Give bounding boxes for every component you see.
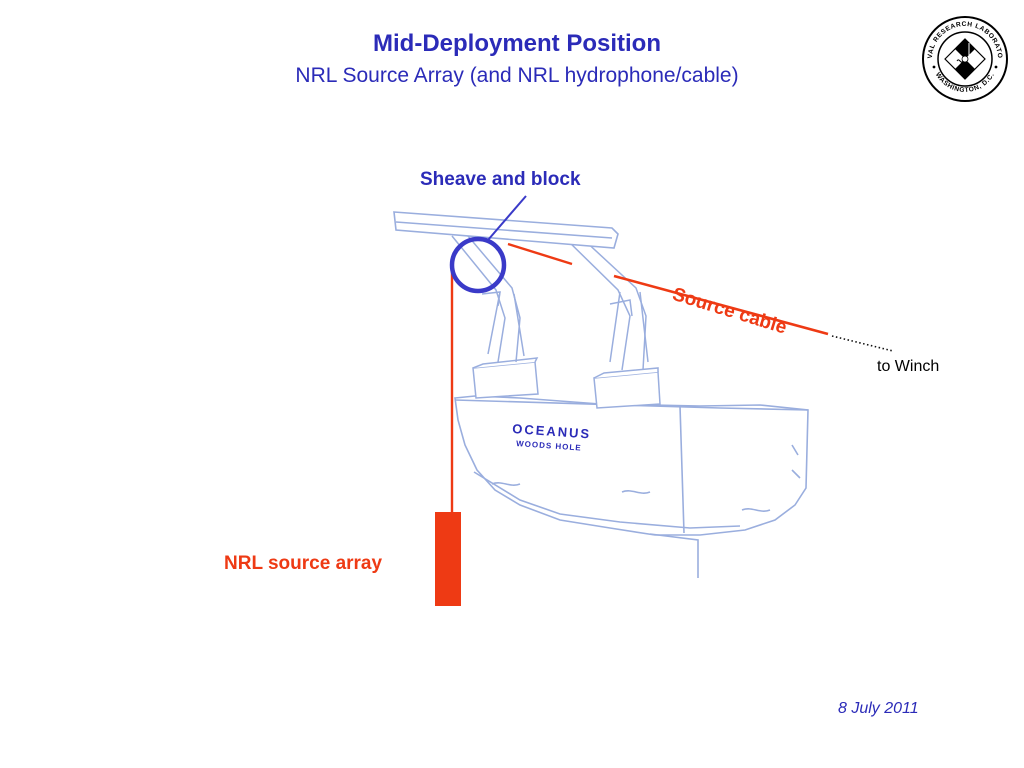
deck-block-left [472,357,539,399]
ship-hull [454,395,809,578]
logo-emblem [944,38,986,80]
deck-block-right [593,367,661,409]
source-array-label: NRL source array [224,553,383,574]
ship-name: OCEANUS [512,421,592,441]
ship-port: WOODS HOLE [516,439,582,453]
source-cable-line [507,242,573,266]
sheave-pointer [487,195,527,241]
a-frame-arms [451,235,649,371]
source-array-body [435,512,461,606]
nrl-logo: NAVAL RESEARCH LABORATORY WASHINGTON, D.… [921,15,1008,102]
slide-subtitle: NRL Source Array (and NRL hydrophone/cab… [295,64,739,87]
slide-date: 8 July 2011 [838,700,919,717]
winch-dotted-line [831,335,894,352]
winch-label: to Winch [877,358,940,375]
source-cable-line-far [613,274,829,336]
sheave-label: Sheave and block [420,169,581,190]
slide-title: Mid-Deployment Position [373,30,661,57]
sheave-circle [449,236,507,294]
a-frame-beam [393,211,619,249]
